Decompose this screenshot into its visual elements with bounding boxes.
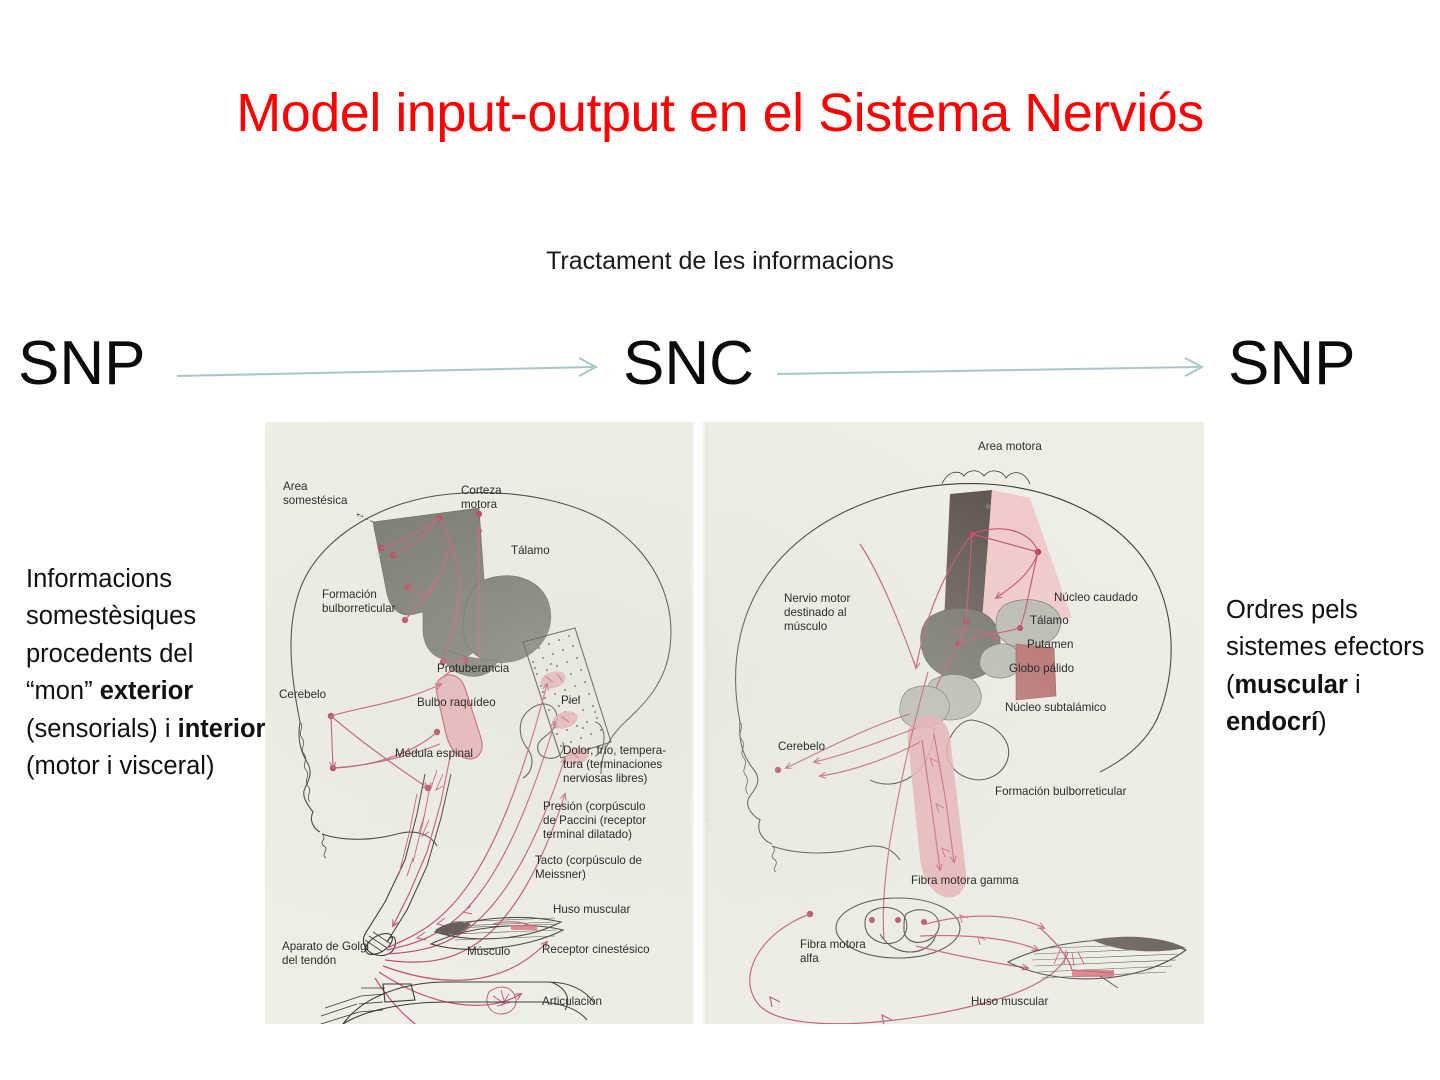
caption-input-description: Informacions somestèsiques procedents de…: [26, 561, 266, 786]
label-talamo-left: Tálamo: [511, 544, 550, 557]
label-fibra-motora-alfa: Fibra motora alfa: [800, 938, 866, 966]
label-formacion-bulborreticular-left: Formación bulborreticular: [322, 588, 396, 616]
caption-left-part1: Informacions somestèsiques procedents de…: [26, 565, 197, 706]
label-cerebelo-right: Cerebelo: [778, 740, 826, 753]
caption-right-part1: Ordres pels sistemes efectors (: [1226, 596, 1425, 699]
caption-right-part3: ): [1318, 708, 1327, 737]
flow-label-snc: SNC: [623, 329, 754, 398]
caption-right-bold-endocri: endocrí: [1226, 708, 1319, 737]
label-nucleo-caudado: Núcleo caudado: [1054, 591, 1138, 604]
skin-band: [522, 627, 612, 765]
caption-right-part2: i: [1347, 670, 1361, 699]
label-dolor-frio-temperatura: Dolor, frío, tempera- tura (terminacione…: [563, 744, 667, 786]
label-protuberancia: Protuberancia: [437, 662, 510, 675]
label-globo-palido: Globo pálido: [1009, 662, 1075, 675]
caption-output-description: Ordres pels sistemes efectors (muscular …: [1226, 592, 1438, 742]
label-formacion-bulborreticular-right: Formación bulborreticular: [995, 785, 1127, 798]
label-nervio-motor: Nervio motor destinado al músculo: [784, 592, 851, 634]
label-putamen: Putamen: [1027, 638, 1074, 651]
label-talamo-right: Tálamo: [1030, 614, 1069, 627]
label-receptor-cinestesico: Receptor cinestésico: [542, 943, 650, 956]
caption-left-part3: (motor i visceral): [26, 752, 215, 781]
nervous-system-diagram-image: .ink { fill:none; stroke:#3a3a34; stroke…: [265, 422, 1204, 1024]
label-cerebelo-left: Cerebelo: [279, 688, 327, 701]
flow-label-snp-output: SNP: [1228, 329, 1356, 398]
label-nucleo-subtalamico: Núcleo subtalámico: [1005, 701, 1107, 714]
label-corteza-motora: Corteza motora: [461, 484, 502, 512]
muscle-right: [1006, 927, 1188, 989]
caption-left-bold-interior: interior: [177, 714, 266, 743]
page-title: Model input-output en el Sistema Nerviós: [236, 83, 1204, 143]
label-area-motora: Area motora: [978, 440, 1042, 453]
label-musculo: Músculo: [467, 945, 511, 958]
spinal-cord-cross-section: [835, 897, 961, 959]
label-bulbo-raquideo: Bulbo raquídeo: [417, 696, 496, 709]
arm-skeleton: [320, 981, 596, 1024]
label-aparato-golgi: Aparato de Golgi del tendón: [282, 940, 370, 968]
flow-label-snp-input: SNP: [18, 329, 146, 398]
label-huso-muscular-left: Huso muscular: [553, 903, 631, 916]
label-articulacion: Articulación: [542, 995, 602, 1008]
caption-left-bold-exterior: exterior: [99, 677, 194, 706]
book-gutter-highlight: [694, 422, 697, 1024]
arrow-right-icon-input: [175, 350, 610, 390]
diagram-artwork: .ink { fill:none; stroke:#3a3a34; stroke…: [290, 470, 1188, 1024]
label-presion-paccini: Presión (corpúsculo de Paccini (receptor…: [543, 800, 647, 842]
left-panel-sensory: [290, 492, 672, 1024]
label-huso-muscular-right: Huso muscular: [971, 995, 1049, 1008]
arrow-right-icon-output: [775, 350, 1215, 390]
label-tacto-meissner: Tacto (corpúsculo de Meissner): [535, 854, 642, 882]
caption-right-bold-muscular: muscular: [1234, 670, 1348, 699]
label-area-somestesica: Area somestésica: [283, 480, 348, 508]
joint-receptor: [486, 986, 517, 1015]
label-fibra-motora-gamma: Fibra motora gamma: [911, 874, 1019, 887]
label-piel: Piel: [561, 694, 581, 707]
label-medula-espinal: Médula espinal: [395, 747, 473, 760]
subtitle-text: Tractament de les informacions: [546, 247, 894, 275]
caption-left-part2: (sensorials) i: [26, 714, 178, 743]
right-panel-motor: [735, 470, 1188, 1024]
book-gutter: [690, 422, 708, 1024]
muscle-left: [429, 916, 565, 950]
